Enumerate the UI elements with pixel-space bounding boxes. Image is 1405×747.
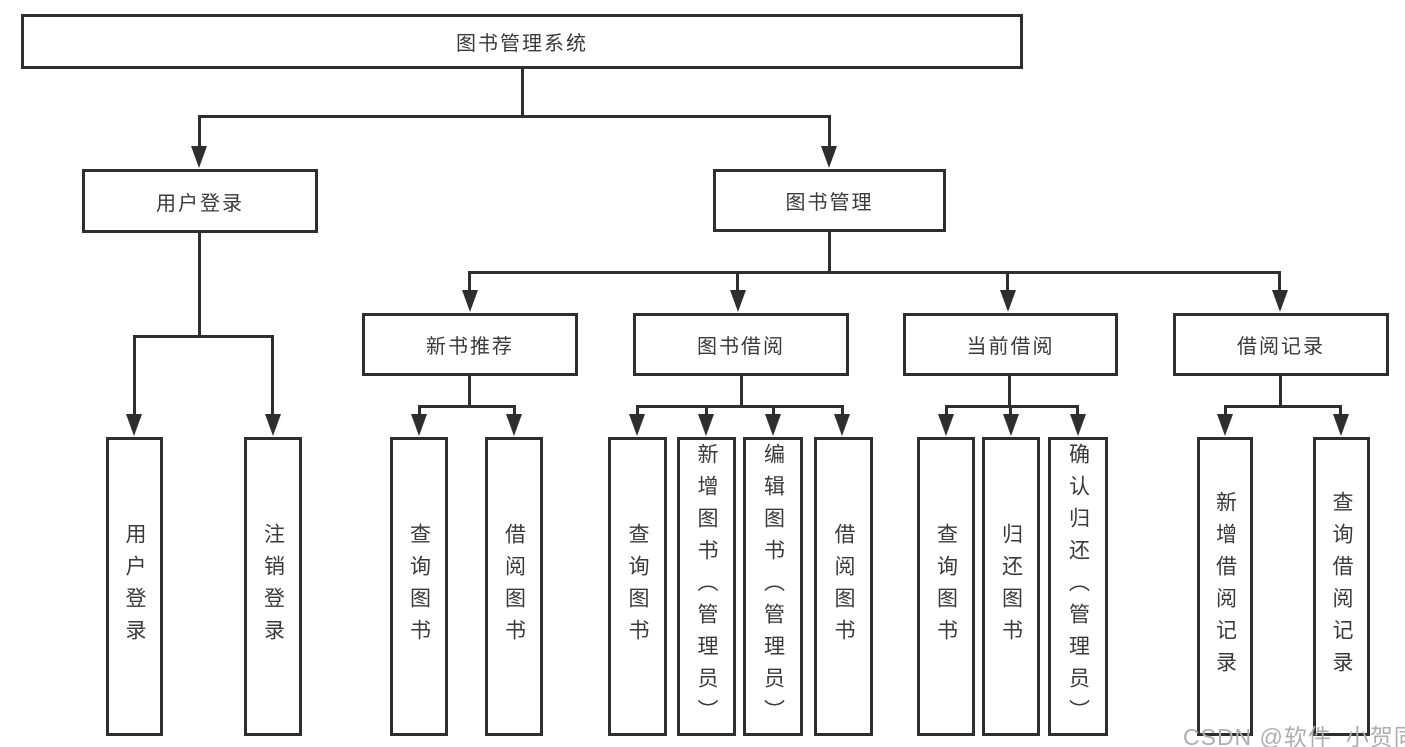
arrow-down-icon: [126, 414, 142, 436]
connector-line: [1224, 405, 1342, 408]
leaf-borrow-query: 查询图书: [608, 437, 667, 736]
node-current-borrow: 当前借阅: [903, 313, 1118, 376]
arrow-down-icon: [506, 414, 522, 436]
connector-line: [1006, 273, 1009, 293]
connector-line: [705, 405, 708, 418]
leaf-borrow-add-admin: 新增图书（管理员）: [677, 437, 736, 736]
leaf-label: 查询图书: [626, 522, 649, 651]
connector-line: [1339, 405, 1342, 418]
arrow-down-icon: [629, 414, 645, 436]
leaf-label: 新增图书（管理员）: [695, 442, 718, 731]
node-book-mgmt: 图书管理: [713, 169, 946, 232]
connector-line: [468, 271, 1281, 274]
connector-line: [636, 405, 639, 418]
connector-line: [841, 405, 844, 418]
connector-line: [636, 405, 844, 408]
leaf-current-query: 查询图书: [917, 437, 975, 736]
arrow-down-icon: [1003, 414, 1019, 436]
connector-line: [1008, 376, 1011, 408]
node-user-login: 用户登录: [82, 169, 318, 233]
leaf-borrow-borrow: 借阅图书: [814, 437, 873, 736]
arrow-down-icon: [265, 414, 281, 436]
arrow-down-icon: [821, 146, 837, 168]
connector-line: [133, 337, 136, 417]
leaf-label: 借阅图书: [502, 522, 526, 651]
arrow-down-icon: [730, 290, 746, 312]
csdn-watermark: CSDN @软件_小贺同学: [1183, 724, 1405, 747]
leaf-user-login: 用户登录: [106, 437, 163, 736]
arrow-down-icon: [1070, 414, 1086, 436]
connector-line: [198, 117, 201, 149]
connector-line: [418, 405, 421, 418]
arrow-down-icon: [1217, 414, 1233, 436]
connector-line: [772, 405, 775, 418]
connector-line: [1278, 273, 1281, 293]
arrow-down-icon: [834, 414, 850, 436]
leaf-label: 用户登录: [123, 522, 146, 651]
connector-line: [271, 337, 274, 417]
connector-line: [418, 405, 516, 408]
arrow-down-icon: [1333, 414, 1349, 436]
connector-line: [198, 233, 201, 337]
connector-line: [1224, 405, 1227, 418]
connector-line: [1076, 405, 1079, 418]
leaf-current-confirm-admin: 确认归还（管理员）: [1048, 437, 1108, 736]
leaf-label: 查询图书: [934, 522, 958, 651]
node-label: 借阅记录: [1237, 336, 1325, 358]
arrow-down-icon: [698, 414, 714, 436]
node-label: 新书推荐: [426, 336, 514, 358]
arrow-down-icon: [462, 290, 478, 312]
arrow-down-icon: [411, 414, 427, 436]
connector-line: [468, 273, 471, 293]
arrow-down-icon: [191, 146, 207, 168]
connector-line: [468, 376, 471, 408]
connector-line: [198, 115, 831, 118]
leaf-logout: 注销登录: [244, 437, 302, 736]
leaf-label: 新增借阅记录: [1213, 490, 1237, 683]
connector-line: [828, 232, 831, 273]
connector-line: [133, 335, 274, 338]
arrow-down-icon: [938, 414, 954, 436]
node-borrow-records: 借阅记录: [1173, 313, 1389, 376]
node-label: 图书管理: [785, 192, 874, 214]
arrow-down-icon: [1000, 290, 1016, 312]
node-label: 图书借阅: [697, 336, 785, 358]
node-new-book-rec: 新书推荐: [362, 313, 578, 376]
leaf-label: 查询图书: [407, 522, 431, 651]
leaf-current-return: 归还图书: [982, 437, 1040, 736]
node-label: 用户登录: [156, 192, 244, 215]
leaf-newbook-query: 查询图书: [390, 437, 448, 736]
leaf-newbook-borrow: 借阅图书: [485, 437, 543, 736]
arrow-down-icon: [1272, 290, 1288, 312]
leaf-label: 注销登录: [261, 522, 285, 651]
arrow-down-icon: [765, 414, 781, 436]
leaf-label: 编辑图书（管理员）: [761, 442, 785, 731]
connector-line: [828, 117, 831, 149]
node-book-borrow: 图书借阅: [633, 313, 849, 376]
leaf-label: 借阅图书: [832, 522, 855, 651]
connector-line: [945, 405, 948, 418]
leaf-record-query: 查询借阅记录: [1313, 437, 1370, 736]
node-label: 当前借阅: [966, 336, 1055, 358]
connector-line: [740, 376, 743, 408]
connector-line: [521, 69, 524, 117]
leaf-label: 确认归还（管理员）: [1066, 442, 1090, 731]
leaf-record-add: 新增借阅记录: [1197, 437, 1253, 736]
leaf-label: 归还图书: [999, 522, 1023, 651]
connector-line: [945, 405, 1079, 408]
connector-line: [1009, 405, 1012, 418]
connector-line: [1279, 376, 1282, 408]
node-root-label: 图书管理系统: [456, 33, 588, 55]
connector-line: [736, 273, 739, 293]
leaf-label: 查询借阅记录: [1330, 490, 1353, 683]
leaf-borrow-edit-admin: 编辑图书（管理员）: [743, 437, 803, 736]
node-root: 图书管理系统: [21, 14, 1023, 69]
connector-line: [513, 405, 516, 418]
